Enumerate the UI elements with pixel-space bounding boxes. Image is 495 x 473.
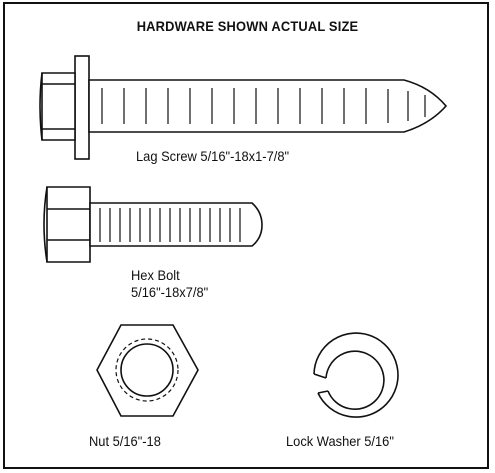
lag-screw-head xyxy=(41,72,76,141)
nut-label: Nut 5/16"-18 xyxy=(89,433,161,449)
hex-bolt-drawing xyxy=(43,186,263,263)
hex-bolt-shank xyxy=(89,202,263,247)
lock-washer-drawing xyxy=(313,332,399,418)
hex-bolt-label-name: Hex Bolt xyxy=(131,267,180,283)
hex-bolt-threads xyxy=(99,208,241,242)
lock-washer-outer xyxy=(313,332,399,418)
hex-bolt-head xyxy=(46,186,91,263)
page-title: HARDWARE SHOWN ACTUAL SIZE xyxy=(136,18,359,34)
lock-washer-label: Lock Washer 5/16" xyxy=(286,433,394,449)
lag-screw-shank xyxy=(88,79,448,133)
nut-drawing xyxy=(96,324,199,417)
nut-thread-circle xyxy=(115,338,179,402)
lag-screw-flange xyxy=(74,55,90,160)
lag-screw-threads xyxy=(101,88,426,124)
lag-screw-drawing xyxy=(39,55,448,160)
nut-hole xyxy=(120,343,174,397)
nut-hexagon xyxy=(96,324,199,417)
lock-washer-inner xyxy=(325,350,385,410)
diagram-frame xyxy=(3,2,489,469)
hex-bolt-label-size: 5/16"-18x7/8" xyxy=(131,284,209,300)
lag-screw-label: Lag Screw 5/16"-18x1-7/8" xyxy=(136,148,290,164)
